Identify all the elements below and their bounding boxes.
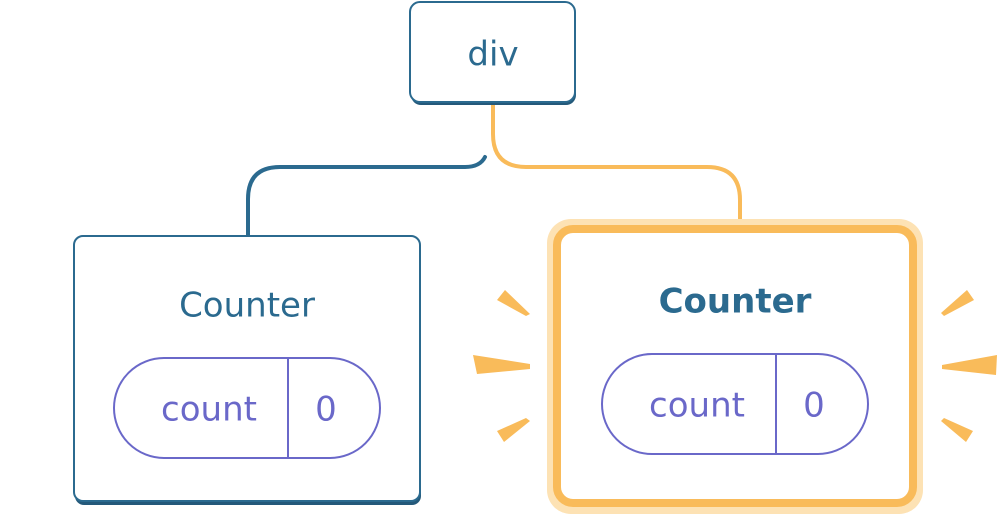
state-value-left: 0: [315, 390, 337, 430]
root-node: div: [409, 1, 576, 105]
counter-node-right-label: Counter: [659, 282, 812, 322]
sparkle-right: [941, 290, 997, 442]
sparkle-ray-right-mid: [942, 355, 997, 375]
state-name-right: count: [649, 386, 745, 426]
sparkle-ray-left-top: [497, 290, 530, 316]
sparkle-ray-right-bottom: [941, 418, 973, 442]
counter-node-left: Counter count 0: [73, 235, 421, 505]
root-node-label: div: [467, 35, 518, 75]
state-pill-right: count 0: [601, 353, 869, 455]
edge-left: [246, 155, 487, 240]
counter-node-right: Counter count 0: [547, 219, 923, 514]
sparkle-ray-left-mid: [473, 355, 530, 374]
state-value-right: 0: [803, 386, 825, 426]
edge-right: [491, 102, 742, 230]
sparkle-ray-right-top: [941, 290, 974, 316]
sparkle-ray-left-bottom: [497, 418, 530, 442]
state-name-left: count: [161, 390, 257, 430]
state-pill-left: count 0: [113, 357, 381, 459]
sparkle-left: [473, 290, 530, 442]
counter-node-left-label: Counter: [179, 286, 315, 326]
